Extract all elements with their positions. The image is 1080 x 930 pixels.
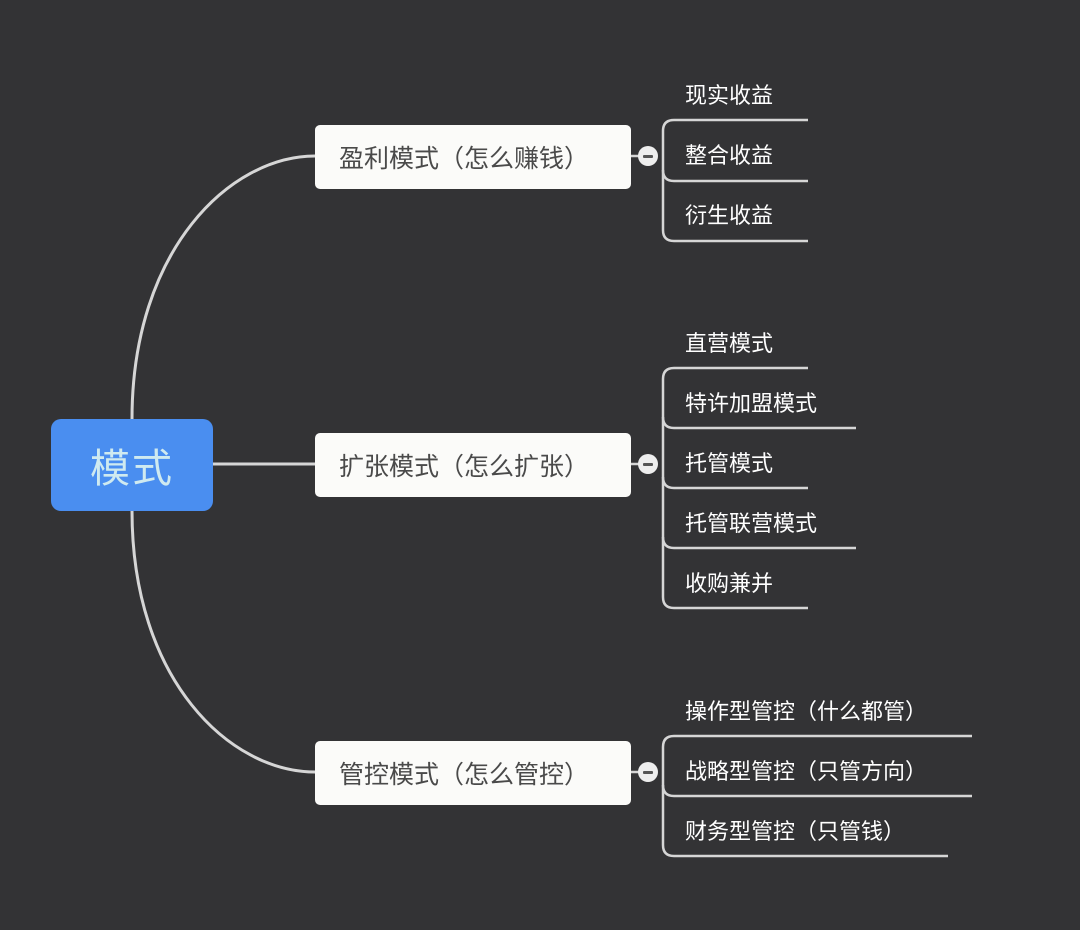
leaf-item[interactable]: 直营模式: [685, 332, 774, 357]
leaf-item[interactable]: 衍生收益: [685, 204, 774, 229]
leaf-item[interactable]: 战略型管控（只管方向）: [685, 760, 928, 785]
branch-label: 管控模式（怎么管控）: [339, 760, 590, 789]
branch-label: 盈利模式（怎么赚钱）: [339, 144, 590, 173]
expansion-branch-brackets: [631, 366, 856, 610]
branch-label: 扩张模式（怎么扩张）: [339, 452, 590, 481]
collapse-minus-icon[interactable]: [638, 146, 658, 166]
root-to-control-connector: [130, 510, 316, 774]
root-topic-node[interactable]: 模式: [51, 419, 213, 511]
leaf-item[interactable]: 整合收益: [685, 144, 774, 169]
leaf-item[interactable]: 收购兼并: [685, 572, 774, 597]
branch-node-control[interactable]: 管控模式（怎么管控）: [315, 741, 631, 805]
root-topic-label: 模式: [90, 446, 174, 492]
branch-node-profit[interactable]: 盈利模式（怎么赚钱）: [315, 125, 631, 189]
collapse-minus-icon[interactable]: [638, 762, 658, 782]
leaf-item[interactable]: 现实收益: [685, 84, 774, 109]
leaf-item[interactable]: 财务型管控（只管钱）: [685, 820, 906, 845]
branch-node-expansion[interactable]: 扩张模式（怎么扩张）: [315, 433, 631, 497]
leaf-item[interactable]: 托管联营模式: [685, 512, 818, 537]
leaf-item[interactable]: 操作型管控（什么都管）: [685, 700, 928, 725]
root-to-profit-connector: [130, 154, 316, 420]
leaf-item[interactable]: 特许加盟模式: [685, 392, 818, 417]
leaf-item[interactable]: 托管模式: [685, 452, 774, 477]
collapse-minus-icon[interactable]: [638, 454, 658, 474]
